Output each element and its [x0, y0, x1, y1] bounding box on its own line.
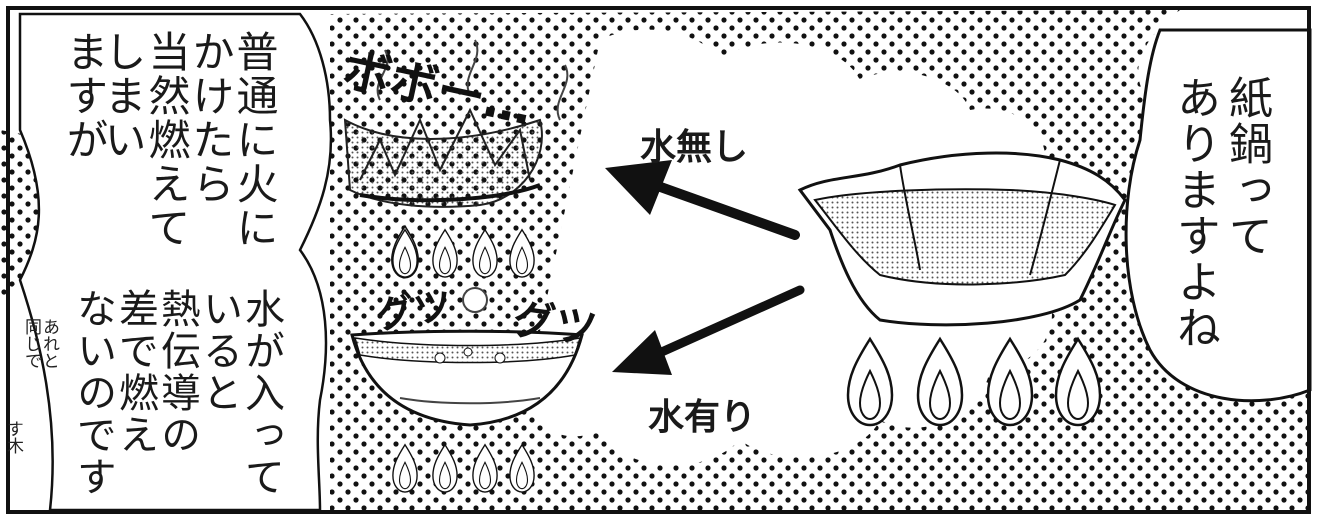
label-no-water: 水無し — [640, 127, 749, 168]
speech-balloon-right — [1124, 28, 1312, 403]
narration-top-col-1: 普通に火に — [230, 30, 279, 250]
sfx-boiling-1: グツ — [373, 283, 455, 338]
narration-top-col-3: 当然燃えて — [142, 30, 191, 250]
smoke-icon — [376, 39, 569, 121]
arrow-icon — [605, 160, 800, 240]
narration-bottom-col-5: ないのです — [70, 288, 116, 498]
paper-pot-icon — [797, 151, 1127, 327]
margin-note-col-1: あれと — [39, 318, 59, 369]
label-with-water: 水有り — [648, 397, 757, 438]
boiling-pot-icon — [350, 287, 584, 427]
narration-top-col-2: かけたら — [186, 30, 235, 206]
margin-note-col-3: す木 — [3, 420, 23, 454]
narration-region-left — [18, 12, 333, 512]
margin-note-col-2: 同じで — [21, 318, 41, 369]
narration-top-col-4: しまい — [98, 30, 147, 162]
arrow-icon — [612, 285, 805, 375]
speech-right-col-2: ありますよね — [1169, 75, 1220, 351]
narration-bottom-col-4: 差で燃え — [112, 288, 158, 456]
burnt-paper-icon — [343, 107, 543, 208]
narration-bottom-col-2: いると — [196, 288, 242, 414]
speech-right-col-1: 紙鍋って — [1221, 75, 1272, 259]
sfx-boiling-2: グツ — [509, 293, 600, 355]
narration-bottom-col-3: 熱伝導の — [154, 288, 200, 456]
narration-bottom-col-1: 水が入って — [238, 288, 284, 498]
narration-top-col-5: ますが — [60, 30, 109, 162]
panel-border — [6, 6, 1311, 514]
